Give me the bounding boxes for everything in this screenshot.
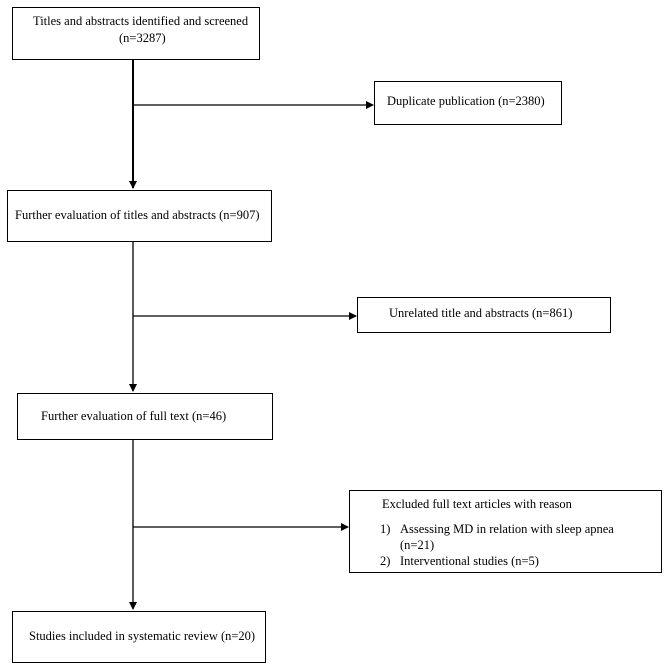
included-box: Studies included in systematic review (n… xyxy=(12,611,266,663)
excluded-heading: Excluded full text articles with reason xyxy=(382,497,572,511)
unrelated-label: Unrelated title and abstracts (n=861) xyxy=(389,306,573,320)
excluded-box: Excluded full text articles with reason … xyxy=(349,490,662,573)
further-fulltext-box: Further evaluation of full text (n=46) xyxy=(17,393,273,440)
further-titles-box: Further evaluation of titles and abstrac… xyxy=(7,190,272,242)
excluded-item-1-count: (n=21) xyxy=(400,538,435,552)
further-titles-label: Further evaluation of titles and abstrac… xyxy=(15,208,260,222)
duplicate-box: Duplicate publication (n=2380) xyxy=(374,81,562,125)
included-label: Studies included in systematic review (n… xyxy=(29,629,256,643)
unrelated-box: Unrelated title and abstracts (n=861) xyxy=(357,297,611,333)
identified-count: (n=3287) xyxy=(119,31,166,45)
duplicate-label: Duplicate publication (n=2380) xyxy=(387,94,545,108)
excluded-item-2-text: Interventional studies (n=5) xyxy=(400,554,539,568)
excluded-item-2-num: 2) xyxy=(380,554,391,568)
identified-label: Titles and abstracts identified and scre… xyxy=(33,14,249,28)
further-fulltext-label: Further evaluation of full text (n=46) xyxy=(41,409,227,423)
identified-box: Titles and abstracts identified and scre… xyxy=(12,7,260,60)
excluded-item-1-num: 1) xyxy=(380,522,391,536)
excluded-item-1-text: Assessing MD in relation with sleep apne… xyxy=(400,522,614,536)
